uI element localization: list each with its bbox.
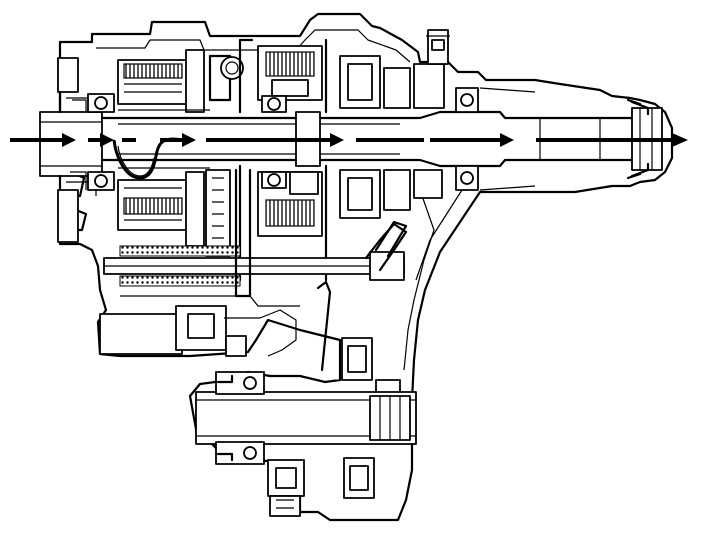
input-bearing-lower (70, 171, 115, 191)
range-shift-collar (205, 54, 244, 257)
input-bearing-upper (72, 93, 115, 113)
shift-motor-actuator (99, 305, 297, 357)
flow-arrowhead-5 (672, 133, 688, 147)
intermediate-bearings (341, 337, 401, 499)
clutch-pack-lower (257, 171, 323, 237)
power-flow-arrows (10, 133, 688, 180)
rear-output-bearings (339, 55, 445, 219)
flow-arrowhead-1 (62, 133, 76, 147)
flow-arrowhead-2 (100, 133, 114, 147)
front-output-shaft (195, 371, 417, 465)
input-flange (39, 57, 103, 243)
flow-arrowhead-4 (500, 133, 514, 147)
drive-chain (103, 245, 405, 287)
planetary-gear-set (117, 49, 210, 247)
shift-rail (234, 168, 408, 372)
flow-arrowhead-3 (330, 133, 344, 147)
housing-outline (58, 12, 674, 522)
rear-output-seal (455, 87, 650, 191)
speed-sensor (426, 29, 450, 65)
clutch-pack-upper (257, 45, 323, 113)
flow-arrowhead-6 (182, 133, 196, 147)
oil-tube (374, 220, 408, 258)
front-output-lower-bearing (267, 459, 305, 517)
